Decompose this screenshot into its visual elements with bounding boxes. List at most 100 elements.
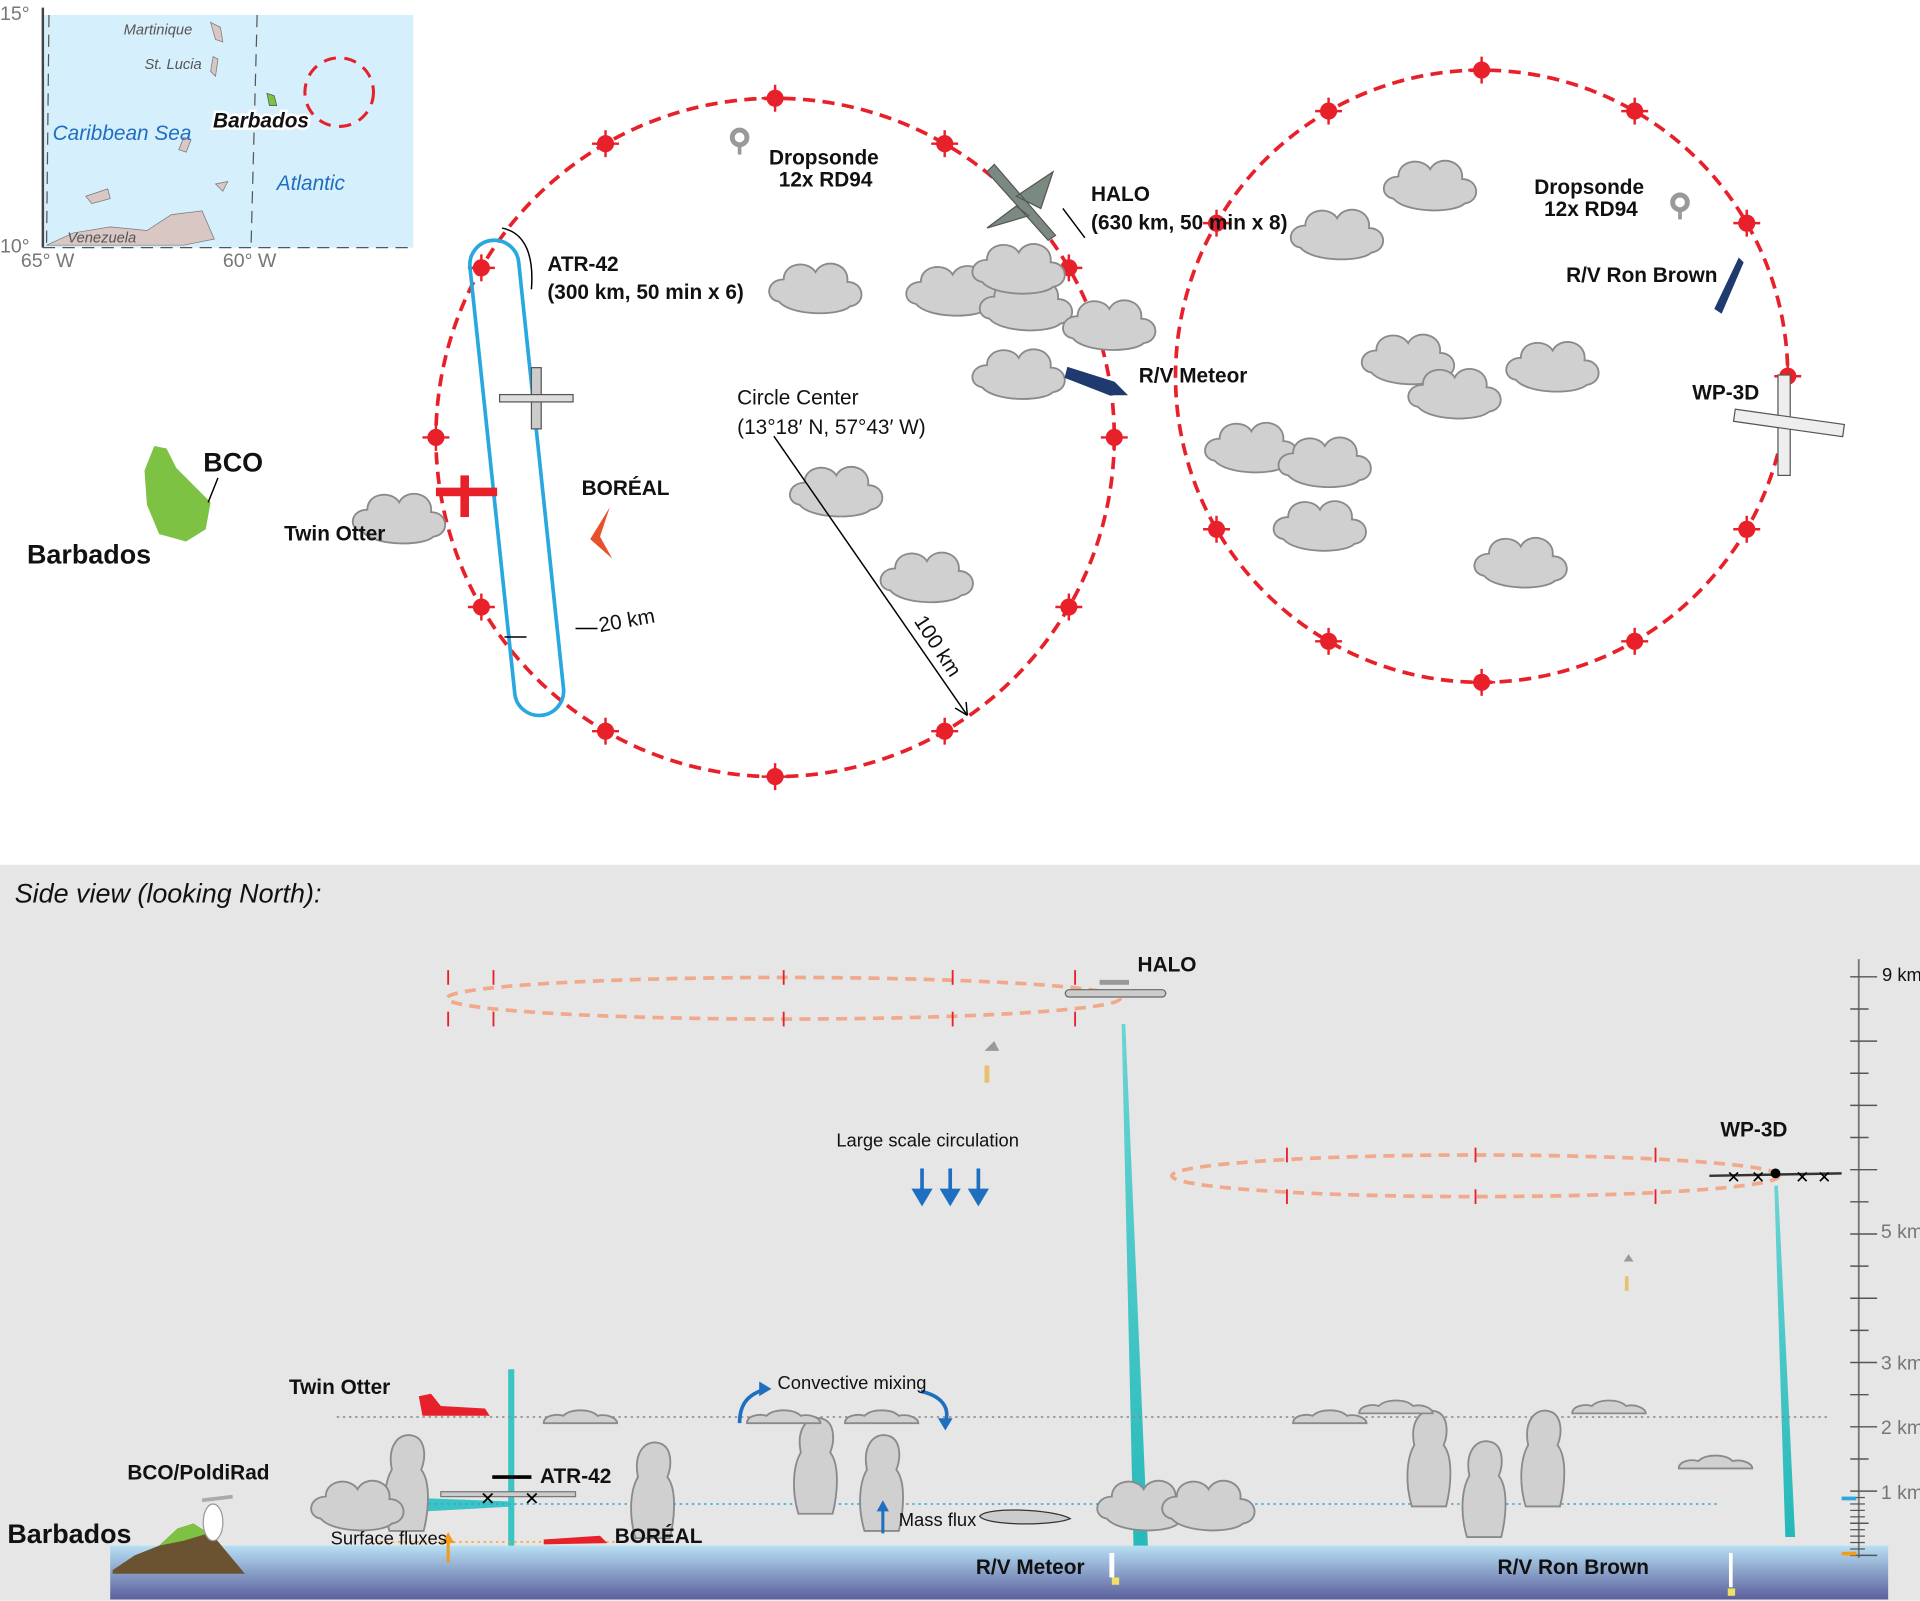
large-scale-circulation-label: Large scale circulation	[836, 1129, 1019, 1150]
dropsonde-marker	[1201, 514, 1232, 544]
barbados-side-label: Barbados	[7, 1519, 131, 1549]
svg-text:✕: ✕	[1795, 1167, 1809, 1187]
dropsonde-marker	[929, 716, 960, 746]
meteor-side-label: R/V Meteor	[976, 1556, 1085, 1579]
wp3d-side-icon: ✕✕✕✕	[1709, 1167, 1842, 1187]
dropsonde-marker	[1466, 55, 1497, 85]
subsidence-arrows	[911, 1168, 989, 1207]
track-width-label: 20 km	[597, 605, 657, 637]
dropsonde-marker	[1466, 667, 1497, 698]
halo-side-icon	[1064, 979, 1167, 998]
boreal-side-label: BORÉAL	[615, 1525, 703, 1548]
lat-label-10: 10°	[0, 236, 30, 258]
dropsonde-icon-right	[1673, 195, 1688, 219]
dropsonde-parachute-wp3d	[1623, 1254, 1634, 1291]
halo-plane-icon	[986, 163, 1057, 242]
dropsonde-markers	[421, 55, 1803, 792]
atr-side-label: ATR-42	[540, 1465, 611, 1488]
altitude-5km: 5 km	[1881, 1221, 1920, 1243]
atr-42-plane-icon	[498, 367, 574, 430]
barbados-island	[144, 446, 211, 542]
mass-flux-label: Mass flux	[899, 1509, 977, 1530]
mass-flux-ellipse-icon	[978, 1509, 1072, 1525]
atr-side-icon: ✕✕	[440, 1475, 577, 1509]
map-inset: 15° 10° 65° W 60° W Martinique St. Lucia…	[0, 3, 415, 272]
convective-mixing-label: Convective mixing	[778, 1372, 927, 1393]
svg-text:✕: ✕	[1727, 1167, 1741, 1187]
wp3d-side-label: WP-3D	[1720, 1119, 1787, 1142]
dropsonde-marker	[1313, 626, 1344, 657]
bco-label: BCO	[203, 448, 263, 478]
dropsonde-marker	[1732, 208, 1762, 238]
ocean	[110, 1545, 1889, 1600]
boreal-drone-icon	[590, 507, 613, 559]
dropsonde-marker	[1732, 514, 1762, 544]
twin-otter-label: Twin Otter	[284, 522, 385, 545]
atlantic-label: Atlantic	[275, 172, 346, 195]
twin-otter-side-label: Twin Otter	[289, 1376, 390, 1399]
barbados-inset-shape	[266, 92, 278, 106]
svg-text:✕: ✕	[524, 1488, 539, 1509]
barbados-label: Barbados	[27, 540, 151, 570]
twin-otter-plane-icon	[435, 475, 498, 518]
boreal-label: BORÉAL	[582, 477, 670, 500]
side-view-title: Side view (looking North):	[15, 879, 322, 909]
circle-center-coords: (13°18′ N, 57°43′ W)	[737, 416, 926, 439]
circle-center-label: Circle Center	[737, 386, 858, 409]
radius-label: 100 km	[909, 611, 965, 681]
poldirad-radar-icon	[201, 1494, 233, 1542]
venezuela-label: Venezuela	[67, 231, 136, 247]
halo-name-label: HALO	[1091, 183, 1150, 206]
st-lucia-label: St. Lucia	[144, 57, 201, 73]
lon-label-60: 60° W	[223, 250, 277, 272]
dropsonde-marker	[1619, 626, 1650, 657]
boreal-side-icon	[543, 1535, 608, 1545]
plan-view: BCO Barbados	[27, 55, 1846, 792]
altitude-3km: 3 km	[1881, 1352, 1920, 1374]
caribbean-sea-label: Caribbean Sea	[53, 122, 192, 145]
svg-text:✕: ✕	[480, 1488, 495, 1509]
meteor-side-icon	[1109, 1552, 1120, 1585]
barbados-inset-label: Barbados	[213, 110, 309, 133]
lat-label-15: 15°	[0, 3, 30, 25]
altitude-scale: 9 km 5 km 3 km 2 km 1 km	[1841, 959, 1920, 1558]
halo-sonde-cone	[1121, 1023, 1149, 1562]
altitude-2km: 2 km	[1881, 1417, 1920, 1439]
dropsonde-marker	[421, 422, 451, 453]
dropsonde-right-label: Dropsonde	[1534, 176, 1644, 199]
dropsonde-marker	[466, 592, 497, 622]
dropsonde-left-label: Dropsonde	[769, 146, 879, 169]
dropsonde-marker	[1054, 592, 1084, 622]
dropsonde-marker	[1619, 96, 1650, 126]
ron-brown-side-icon	[1727, 1552, 1736, 1596]
dropsonde-marker	[760, 83, 790, 113]
svg-text:✕: ✕	[1751, 1167, 1765, 1187]
lon-label-65: 65° W	[21, 250, 75, 272]
atr-detail-label: (300 km, 50 min x 6)	[547, 281, 744, 304]
dropsonde-right-count: 12x RD94	[1544, 198, 1638, 221]
side-view-panel: Side view (looking North): ✕✕✕✕ ✕✕	[0, 864, 1920, 1601]
ron-brown-label: R/V Ron Brown	[1566, 264, 1717, 287]
ron-brown-side-label: R/V Ron Brown	[1498, 1556, 1649, 1579]
wp3d-label: WP-3D	[1692, 381, 1759, 404]
side-dropsonde-markers	[447, 970, 1657, 1204]
dropsonde-marker	[1313, 96, 1344, 126]
altitude-9km: 9 km	[1882, 964, 1920, 985]
dropsonde-left-count: 12x RD94	[779, 168, 873, 191]
dropsonde-marker	[929, 129, 960, 159]
meteor-label: R/V Meteor	[1139, 364, 1248, 387]
twin-otter-side-icon	[418, 1393, 490, 1416]
surface-fluxes-label: Surface fluxes	[331, 1527, 447, 1548]
atr-sonde-column	[508, 1369, 515, 1561]
dropsonde-marker	[760, 761, 790, 792]
dropsonde-marker	[590, 129, 621, 159]
bco-poldirad-label: BCO/PoldiRad	[127, 1461, 269, 1484]
wp3d-sonde-cone	[1774, 1185, 1796, 1538]
ron-brown-ship-icon	[1714, 257, 1744, 314]
dropsonde-parachute-halo	[984, 1041, 1000, 1083]
martinique-label: Martinique	[124, 23, 193, 39]
meteor-ship-icon	[1064, 366, 1129, 396]
atr-racetrack	[468, 238, 566, 718]
dropsonde-marker	[590, 716, 621, 746]
